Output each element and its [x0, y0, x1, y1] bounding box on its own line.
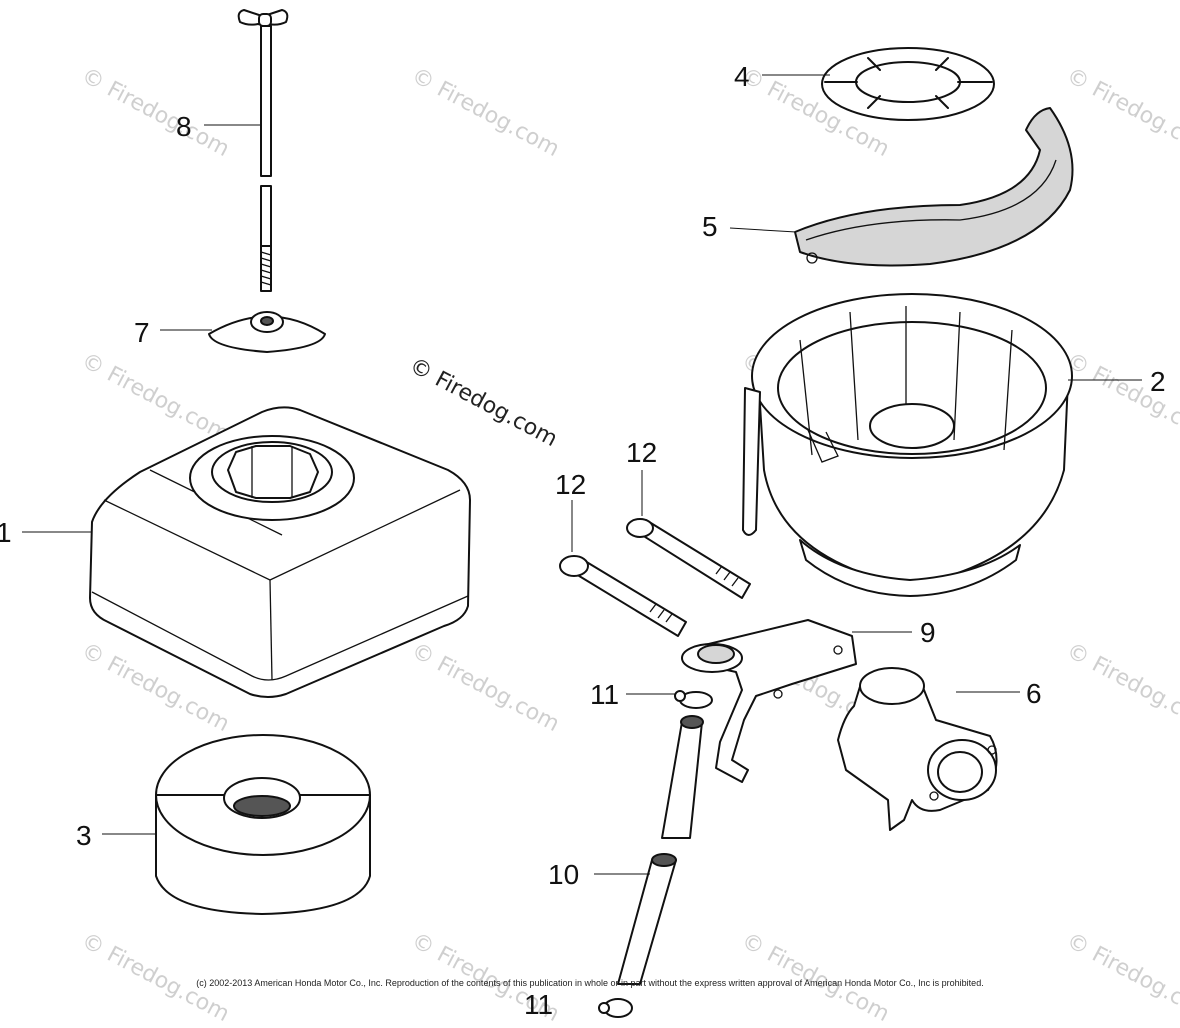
part-7-washer — [208, 311, 326, 353]
part-3-foam-element — [155, 734, 371, 915]
callout-12-left: 12 — [555, 469, 586, 500]
callout-11-upper: 11 — [590, 679, 619, 710]
callout-4: 4 — [734, 61, 750, 92]
leader-lines — [22, 74, 1142, 875]
callout-3: 3 — [76, 820, 92, 851]
callout-2: 2 — [1150, 366, 1166, 397]
watermark: © Firedog.com — [77, 348, 233, 447]
callout-12-right: 12 — [626, 437, 657, 468]
part-1-case — [89, 406, 471, 698]
watermark: © Firedog.com — [77, 63, 233, 162]
part-12-bolt-left — [559, 555, 687, 637]
callout-6: 6 — [1026, 678, 1042, 709]
watermark: © Firedog.com — [1062, 638, 1180, 737]
callout-11-lower: 11 — [524, 989, 553, 1020]
callout-1: 1 — [0, 517, 12, 548]
callout-10: 10 — [548, 859, 579, 890]
callout-9: 9 — [920, 617, 936, 648]
callout-7: 7 — [134, 317, 150, 348]
part-10-hose — [617, 715, 704, 985]
callout-5: 5 — [702, 211, 718, 242]
part-6-elbow — [837, 667, 998, 831]
part-11-clamp-lower — [598, 998, 633, 1018]
watermark: © Firedog.com — [407, 638, 563, 737]
watermark: © Firedog.com — [407, 63, 563, 162]
callouts: 1 2 3 4 5 6 7 8 9 10 11 11 12 12 — [0, 61, 1166, 1020]
copyright-notice: (c) 2002-2013 American Honda Motor Co., … — [196, 978, 984, 988]
watermark-center: © Firedog.com — [405, 353, 561, 452]
part-12-bolt-right — [626, 518, 751, 599]
part-8-wing-bolt — [237, 9, 289, 292]
watermark: © Firedog.com — [1062, 63, 1180, 162]
watermark: © Firedog.com — [1062, 348, 1180, 447]
part-11-clamp-upper — [674, 690, 713, 709]
part-2-case-body — [742, 293, 1073, 597]
part-5-arc-gasket — [794, 107, 1074, 267]
part-9-bracket — [681, 619, 857, 783]
callout-8: 8 — [176, 111, 192, 142]
part-4-grid-plate — [821, 47, 995, 121]
